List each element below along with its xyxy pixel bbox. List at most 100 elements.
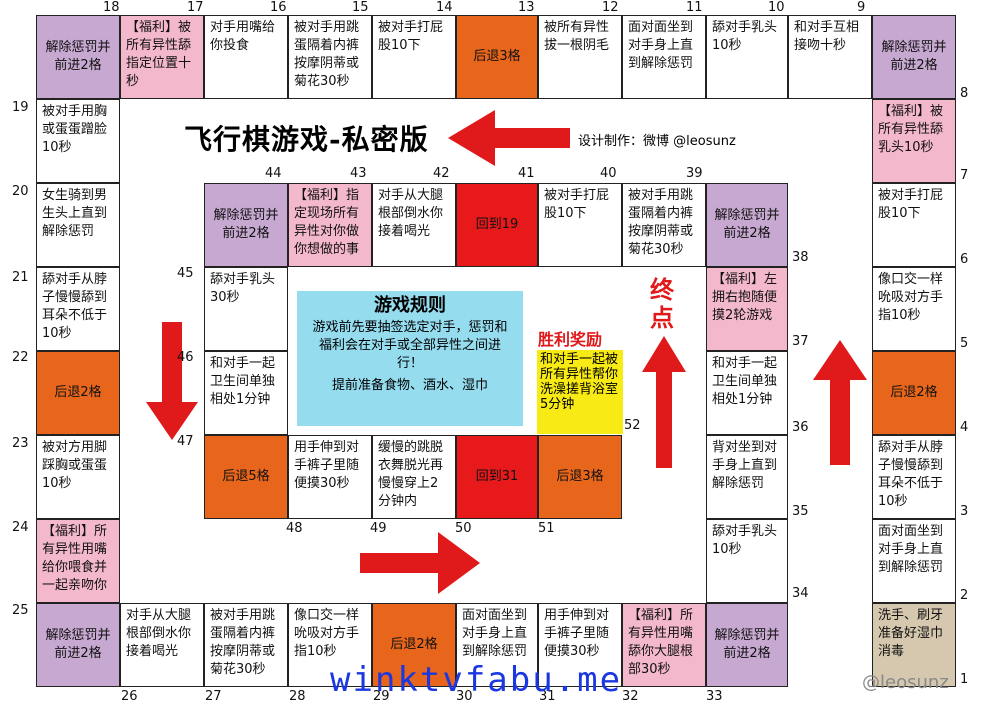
victory-title: 胜利奖励: [538, 330, 603, 349]
square-28: 像口交一样吮吸对方手指10秒: [288, 603, 372, 687]
number-2: 2: [960, 588, 969, 603]
number-50: 50: [455, 521, 472, 536]
square-49: 缓慢的跳脱衣舞脱光再慢慢穿上2分钟内: [372, 435, 456, 519]
square-19: 被对手用胸或蛋蛋蹭脸10秒: [36, 99, 120, 183]
number-26: 26: [121, 689, 138, 704]
rules-title: 游戏规则: [374, 295, 446, 316]
number-45: 45: [177, 266, 194, 281]
board-title: 飞行棋游戏-私密版: [184, 123, 429, 156]
square-16: 对手用嘴给你投食: [204, 15, 288, 99]
number-40: 40: [600, 166, 617, 181]
victory-reward: 和对手一起被所有异性帮你洗澡搓背浴室5分钟: [537, 350, 623, 434]
square-40: 被对手打屁股10下: [538, 183, 622, 267]
number-23: 23: [12, 436, 29, 451]
square-21: 舔对手从脖子慢慢舔到耳朵不低于10秒: [36, 267, 120, 351]
square-22: 后退2格: [36, 351, 120, 435]
square-39: 被对手用跳蛋隔着内裤按摩阴蒂或菊花30秒: [622, 183, 706, 267]
rules-body: 游戏前先要抽签选定对手，惩罚和福利会在对手或全部异性之间进行！: [312, 320, 508, 371]
number-27: 27: [205, 689, 222, 704]
square-30: 面对面坐到对手身上直到解除惩罚: [456, 603, 538, 687]
square-46: 和对手一起卫生间单独相处1分钟: [204, 351, 288, 435]
number-11: 11: [686, 0, 703, 15]
square-34: 舔对手乳头10秒: [706, 519, 788, 603]
square-9: 和对手互相接吻十秒: [788, 15, 872, 99]
number-1: 1: [960, 672, 969, 687]
number-49: 49: [370, 521, 387, 536]
square-41: 回到19: [456, 183, 538, 267]
number-30: 30: [456, 689, 473, 704]
number-43: 43: [350, 166, 367, 181]
number-31: 31: [539, 689, 556, 704]
square-5: 像口交一样吮吸对方手指10秒: [872, 267, 956, 351]
arrow-up-end-icon: [642, 336, 686, 468]
number-48: 48: [286, 521, 303, 536]
square-36: 和对手一起卫生间单独相处1分钟: [706, 351, 788, 435]
number-24: 24: [12, 520, 29, 535]
number-29: 29: [373, 689, 390, 704]
number-35: 35: [792, 504, 809, 519]
square-18: 解除惩罚并前进2格: [36, 15, 120, 99]
square-51: 后退3格: [538, 435, 622, 519]
square-48: 用手伸到对手裤子里随便摸30秒: [288, 435, 372, 519]
number-38: 38: [792, 250, 809, 265]
number-10: 10: [768, 0, 785, 15]
square-38: 解除惩罚并前进2格: [706, 183, 788, 267]
arrow-left-icon: [448, 110, 570, 166]
number-47: 47: [177, 434, 194, 449]
number-44: 44: [265, 166, 282, 181]
number-4: 4: [960, 420, 969, 435]
number-51: 51: [538, 521, 555, 536]
number-5: 5: [960, 336, 969, 351]
square-45: 舔对手乳头30秒: [204, 267, 288, 351]
square-44: 解除惩罚并前进2格: [204, 183, 288, 267]
square-43: 【福利】指定现场所有异性对你做你想做的事: [288, 183, 372, 267]
square-31: 用手伸到对手裤子里随便摸30秒: [538, 603, 622, 687]
square-7: 【福利】被所有异性舔乳头10秒: [872, 99, 956, 183]
number-28: 28: [289, 689, 306, 704]
number-46: 46: [177, 350, 194, 365]
number-17: 17: [187, 0, 204, 15]
square-8: 解除惩罚并前进2格: [872, 15, 956, 99]
square-10: 舔对手乳头10秒: [706, 15, 788, 99]
number-37: 37: [792, 334, 809, 349]
number-19: 19: [12, 100, 29, 115]
square-17: 【福利】被所有异性舔指定位置十秒: [120, 15, 204, 99]
number-7: 7: [960, 168, 969, 183]
number-3: 3: [960, 504, 969, 519]
square-6: 被对手打屁股10下: [872, 183, 956, 267]
square-50: 回到31: [456, 435, 538, 519]
arrow-right-icon: [360, 532, 480, 594]
rules-panel: 游戏规则 游戏前先要抽签选定对手，惩罚和福利会在对手或全部异性之间进行！ 提前准…: [297, 291, 523, 426]
arrow-up-right-icon: [813, 340, 867, 465]
square-24: 【福利】所有异性用嘴给你喂食并一起亲吻你: [36, 519, 120, 603]
square-32: 【福利】所有异性用嘴舔你大腿根部30秒: [622, 603, 706, 687]
weibo-handle: @leosunz: [862, 672, 949, 693]
square-12: 被所有异性拔一根阴毛: [538, 15, 622, 99]
number-34: 34: [792, 586, 809, 601]
square-27: 被对手用跳蛋隔着内裤按摩阴蒂或菊花30秒: [204, 603, 288, 687]
square-1: 洗手、刷牙准备好湿巾消毒: [872, 603, 956, 687]
square-26: 对手从大腿根部倒水你接着喝光: [120, 603, 204, 687]
number-32: 32: [622, 689, 639, 704]
square-15: 被对手用跳蛋隔着内裤按摩阴蒂或菊花30秒: [288, 15, 372, 99]
number-12: 12: [602, 0, 619, 15]
designer-credit: 设计制作：微博 @leosunz: [578, 134, 736, 149]
number-16: 16: [270, 0, 287, 15]
square-14: 被对手打屁股10下: [372, 15, 456, 99]
arrow-down-left-icon: [146, 322, 198, 440]
number-42: 42: [433, 166, 450, 181]
number-18: 18: [103, 0, 120, 15]
number-6: 6: [960, 252, 969, 267]
number-36: 36: [792, 420, 809, 435]
number-33: 33: [706, 689, 723, 704]
number-39: 39: [686, 166, 703, 181]
number-9: 9: [857, 0, 866, 15]
watermark-url: winktvfabu.me: [330, 660, 623, 700]
number-13: 13: [518, 0, 535, 15]
rules-footnote: 提前准备食物、酒水、湿巾: [331, 378, 488, 393]
square-33: 解除惩罚并前进2格: [706, 603, 788, 687]
number-20: 20: [12, 184, 29, 199]
square-2: 面对面坐到对手身上直到解除惩罚: [872, 519, 956, 603]
square-42: 对手从大腿根部倒水你接着喝光: [372, 183, 456, 267]
square-23: 被对方用脚踩胸或蛋蛋10秒: [36, 435, 120, 519]
